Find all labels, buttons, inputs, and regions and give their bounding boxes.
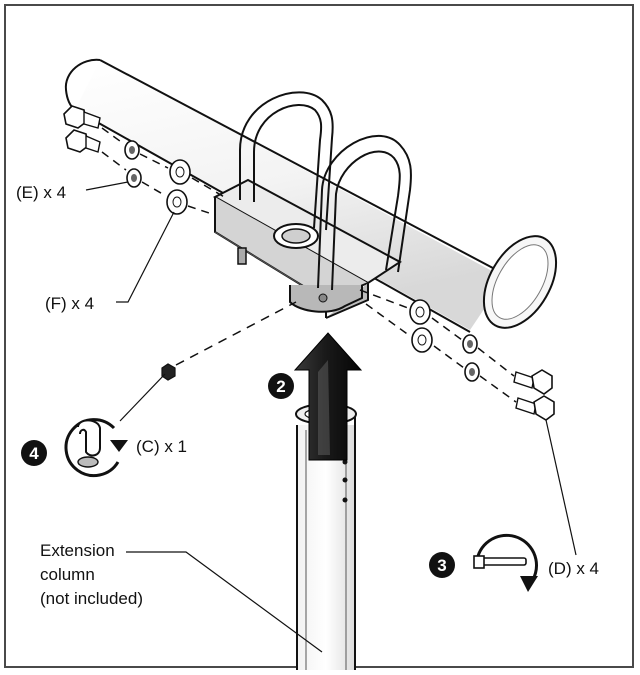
- nut-alignment-line: [175, 301, 297, 366]
- washer-f-right-lower: [411, 327, 433, 353]
- right-hardware-alignment-lines: [359, 289, 517, 403]
- step-2-number: 2: [276, 377, 285, 396]
- washer-f-lower: [166, 189, 188, 215]
- washer-large-callout-line: [116, 211, 175, 303]
- wrench-turn-icon: [473, 533, 538, 592]
- washer-e-upper: [124, 140, 140, 160]
- step-2-badge: 2: [268, 373, 294, 399]
- washer-f-upper: [169, 159, 191, 185]
- step-3-number: 3: [437, 556, 446, 575]
- washer-small-quantity-label: (E) x 4: [16, 183, 66, 202]
- set-screw-nut: [161, 363, 176, 381]
- nut-callout-line: [119, 373, 166, 422]
- step-3-badge: 3: [429, 552, 455, 578]
- bolt-left-lower: [65, 129, 101, 153]
- washer-large-quantity-label: (F) x 4: [45, 294, 94, 313]
- u-bolt-front: [317, 134, 412, 291]
- bolt-right-lower: [515, 395, 555, 421]
- washer-e-right-lower: [464, 362, 480, 382]
- u-bolt-rear: [239, 91, 334, 231]
- upward-arrow: [293, 332, 363, 461]
- left-hardware-alignment-lines: [101, 127, 227, 216]
- bolt-callout-line: [545, 419, 577, 556]
- extension-label-line2: column: [40, 565, 95, 584]
- washer-e-right-upper: [462, 334, 478, 354]
- nut-quantity-label: (C) x 1: [136, 437, 187, 456]
- bolt-left-upper: [63, 105, 101, 129]
- bolt-right-upper: [513, 369, 553, 395]
- washer-small-callout-line: [85, 181, 129, 191]
- step-4-number: 4: [29, 444, 39, 463]
- washer-e-lower: [126, 168, 142, 188]
- bolt-quantity-label: (D) x 4: [548, 559, 599, 578]
- step-4-badge: 4: [21, 440, 47, 466]
- washer-f-right-upper: [409, 299, 431, 325]
- extension-label-line1: Extension: [40, 541, 115, 560]
- hex-key-turn-icon: [64, 418, 128, 478]
- extension-label-line3: (not included): [40, 589, 143, 608]
- extension-callout-line: [126, 551, 323, 653]
